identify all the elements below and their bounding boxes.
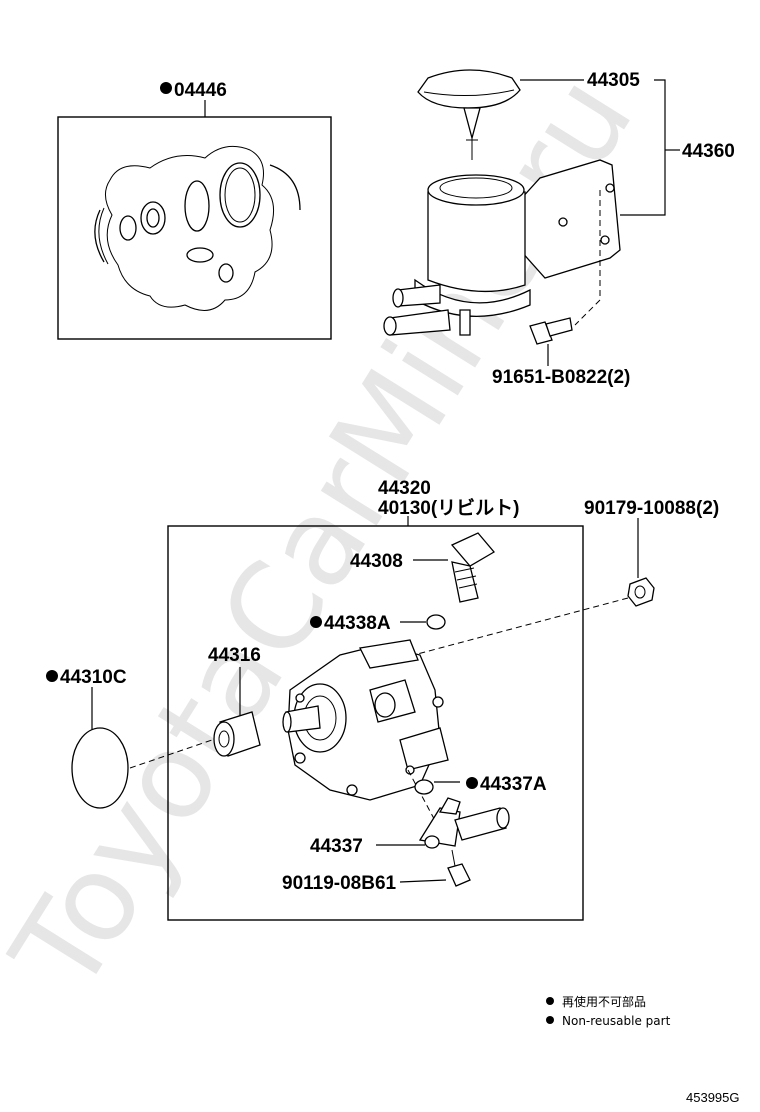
legend-en: Non-reusable part <box>562 1014 671 1028</box>
label-44337: 44337 <box>310 836 363 857</box>
non-reusable-bullet-44310c <box>46 670 58 682</box>
non-reusable-bullet-44337a <box>466 777 478 789</box>
pump-body-44320 <box>282 639 449 801</box>
label-90119: 90119-08B61 <box>282 873 397 894</box>
label-04446: 04446 <box>174 80 227 101</box>
valve-44308 <box>450 532 495 603</box>
non-reusable-bullet-44338a <box>310 616 322 628</box>
oring-44337a <box>414 779 434 795</box>
label-44320: 44320 <box>378 478 431 499</box>
legend-bullet-en <box>546 1016 554 1024</box>
label-44305: 44305 <box>587 70 640 91</box>
bolt-91651 <box>529 317 573 345</box>
label-44337a: 44337A <box>480 774 547 795</box>
union-44337 <box>418 797 510 849</box>
label-90179: 90179-10088(2) <box>584 498 719 519</box>
oring-44310c <box>71 727 129 809</box>
non-reusable-bullet-04446 <box>160 82 172 94</box>
oring-44338a <box>426 614 446 630</box>
label-91651: 91651-B0822(2) <box>492 367 630 388</box>
reservoir-tank-44360 <box>383 159 621 336</box>
legend-bullet-jp <box>546 997 554 1005</box>
label-44308: 44308 <box>350 551 403 572</box>
label-44310c: 44310C <box>60 667 127 688</box>
seal-kit-04446 <box>57 116 332 340</box>
diagram-code: 453995G <box>686 1090 740 1105</box>
bushing-44316 <box>213 711 261 757</box>
bolt-90119 <box>447 849 471 887</box>
label-44316: 44316 <box>208 645 261 666</box>
reservoir-cap-44305 <box>417 69 521 160</box>
label-44338a: 44338A <box>324 613 391 634</box>
label-44360: 44360 <box>682 141 735 162</box>
legend-jp: 再使用不可部品 <box>562 994 646 1009</box>
nut-90179 <box>627 577 655 607</box>
label-40130: 40130(リビルト) <box>378 497 520 519</box>
